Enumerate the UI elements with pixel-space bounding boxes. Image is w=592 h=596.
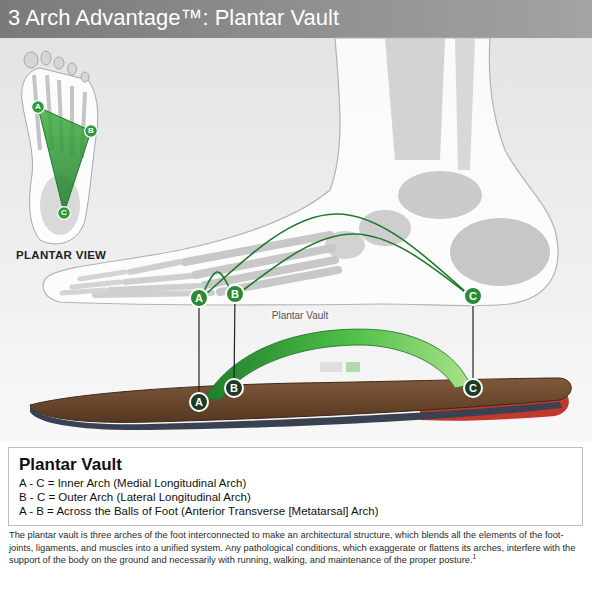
footnote-number: 1 bbox=[473, 553, 477, 560]
marker-letter: A bbox=[195, 397, 203, 408]
caption-paragraph: The plantar vault is three arches of the… bbox=[9, 529, 583, 567]
drawing-shape bbox=[0, 0, 592, 38]
drawing-shape bbox=[398, 171, 482, 219]
insole-marker: A bbox=[189, 392, 209, 412]
drawing-shape bbox=[68, 63, 77, 75]
marker-letter: C bbox=[469, 383, 477, 394]
view-label: PLANTAR VIEW bbox=[16, 249, 106, 261]
drawing-shape bbox=[320, 362, 342, 372]
key-line: A - B = Across the Balls of Foot (Anteri… bbox=[19, 504, 572, 518]
arch-curve bbox=[208, 214, 465, 293]
background bbox=[0, 0, 592, 442]
key-box: Plantar VaultA - C = Inner Arch (Medial … bbox=[8, 447, 583, 526]
marker-circle-shape bbox=[464, 379, 482, 397]
part-label: Plantar Vault bbox=[269, 310, 332, 321]
marker-circle-shape bbox=[225, 379, 243, 397]
drawing-shape bbox=[346, 362, 360, 372]
drawing-shape bbox=[30, 378, 571, 422]
foot-xray bbox=[43, 38, 558, 306]
arch-curve bbox=[205, 272, 229, 290]
key-line: B - C = Outer Arch (Lateral Longitudinal… bbox=[19, 490, 572, 504]
marker-circle-shape bbox=[85, 125, 98, 138]
drawing-shape bbox=[43, 38, 558, 306]
marker-letter: B bbox=[230, 383, 238, 394]
caption-text: The plantar vault is three arches of the… bbox=[9, 530, 575, 565]
drawing-shape bbox=[24, 52, 38, 68]
marker-circle-shape bbox=[32, 101, 45, 114]
inset-marker: B bbox=[84, 124, 98, 138]
plantar-view-foot bbox=[22, 51, 98, 244]
marker-letter: A bbox=[35, 103, 41, 111]
inset-marker: A bbox=[31, 100, 45, 114]
page-title: 3 Arch Advantage™: Plantar Vault bbox=[8, 3, 339, 33]
drawing-shape bbox=[54, 57, 64, 69]
insole bbox=[30, 329, 571, 430]
leader-line bbox=[198, 308, 199, 392]
inset-marker: C bbox=[57, 206, 71, 220]
insole-marker: C bbox=[463, 378, 483, 398]
leader-line bbox=[234, 304, 236, 378]
drawing-shape bbox=[22, 68, 98, 244]
marker-circle-shape bbox=[58, 207, 71, 220]
marker-letter: A bbox=[195, 293, 203, 304]
drawing-shape bbox=[385, 38, 445, 160]
drawing-shape bbox=[450, 218, 550, 286]
leader-line bbox=[472, 306, 473, 378]
insole-marker: B bbox=[224, 378, 244, 398]
drawing-shape bbox=[0, 38, 592, 442]
marker-letter: C bbox=[61, 209, 67, 217]
arch-point-marker: A bbox=[189, 288, 209, 308]
drawing-shape bbox=[81, 72, 89, 82]
arch-point-marker: B bbox=[225, 284, 245, 304]
marker-letter: B bbox=[231, 289, 239, 300]
drawing-shape bbox=[41, 51, 51, 65]
key-line: A - C = Inner Arch (Medial Longitudinal … bbox=[19, 476, 572, 490]
marker-circle-shape bbox=[464, 287, 482, 305]
drawing-shape bbox=[455, 38, 475, 170]
drawing-shape bbox=[62, 272, 125, 293]
marker-letter: B bbox=[88, 127, 94, 135]
arch-curve bbox=[244, 234, 464, 291]
drawing-shape bbox=[38, 107, 91, 213]
marker-letter: C bbox=[469, 291, 477, 302]
arch-point-marker: C bbox=[463, 286, 483, 306]
key-heading: Plantar Vault bbox=[19, 454, 572, 476]
marker-circle-shape bbox=[190, 289, 208, 307]
marker-circle-shape bbox=[190, 393, 208, 411]
marker-circle-shape bbox=[226, 285, 244, 303]
drawing-shape bbox=[205, 329, 470, 400]
